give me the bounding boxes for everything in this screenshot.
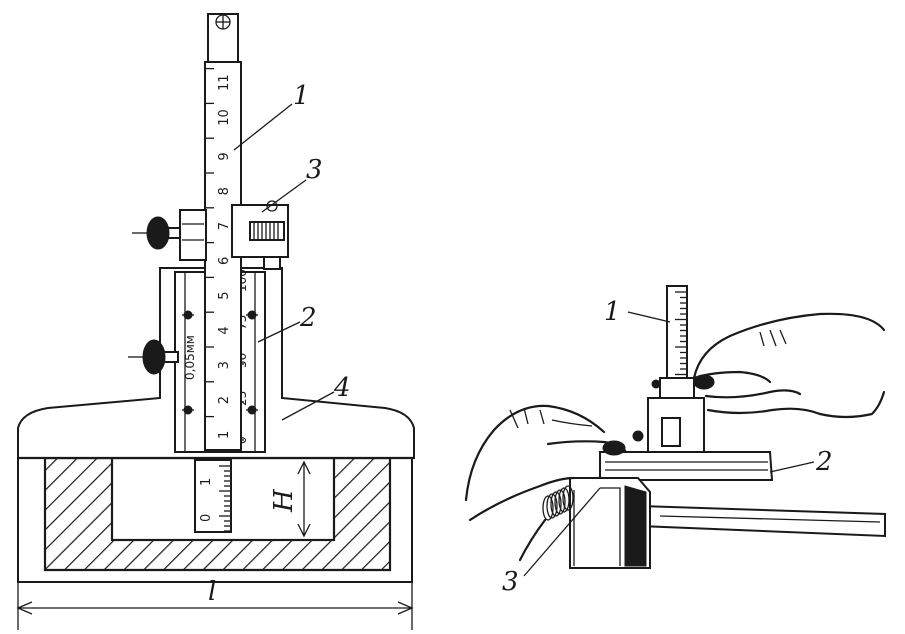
callout-1-ruler-b: 1 (604, 297, 621, 327)
figure-b-measurement: 1 2 3 (464, 285, 886, 597)
vernier-precision-label: 0,05мм (183, 335, 197, 380)
ruler-tick-label: 4 (217, 326, 232, 334)
spring-coil (558, 487, 570, 513)
spring-coil (546, 493, 558, 519)
ruler-tick-label: 6 (217, 257, 232, 265)
spring-coil (550, 491, 562, 517)
ruler-scale: 1 2 3 4 5 6 7 8 9 10 11 (205, 67, 232, 439)
ruler-tick-label: 9 (217, 152, 232, 160)
ruler-tick-label: 5 (217, 292, 232, 300)
ruler-tick-label: 11 (217, 74, 232, 91)
clamp-unit (231, 200, 289, 270)
dimension-h: H (269, 460, 311, 538)
callout-3-workpiece-b: 3 (502, 567, 519, 597)
probe-tick-label: 0 (199, 514, 214, 522)
workpiece-b (569, 477, 651, 569)
ruler-tick-label: 1 (217, 431, 232, 439)
spring-coil (562, 485, 574, 511)
probe-scale: 01 (199, 478, 214, 522)
rod-b (639, 504, 886, 538)
callout-2-bar-b: 2 (815, 447, 833, 477)
callout-1-ruler: 1 (293, 81, 310, 111)
depth-probe (194, 459, 232, 533)
callout-2-vernier: 2 (299, 303, 317, 333)
dimension-l-label: l (208, 577, 216, 607)
right-hand (692, 312, 886, 419)
callouts-a: 1 3 2 4 (233, 81, 351, 421)
ruler-tick-label: 7 (217, 222, 232, 230)
ruler-tick-label: 8 (217, 187, 232, 195)
callout-4-base: 4 (333, 373, 351, 403)
probe-tick-label: 1 (199, 478, 214, 486)
ruler-tick-label: 3 (217, 361, 232, 369)
measuring-head (632, 377, 705, 455)
spring-coil (542, 495, 554, 521)
dimension-l: l (16, 577, 414, 630)
bar-b (599, 451, 774, 481)
callouts-b: 1 2 3 (502, 297, 833, 597)
lower-clamp-knob (128, 339, 179, 375)
callout-3-clamp: 3 (306, 155, 323, 185)
spring-wire (518, 518, 547, 562)
left-clamp-knob (132, 209, 207, 261)
left-hand (464, 404, 628, 522)
spring-coil (554, 489, 566, 515)
ruler-tick-label: 2 (217, 396, 232, 404)
dimension-h-label: H (269, 488, 299, 513)
spring-b (518, 485, 574, 562)
ruler-tick-label: 10 (217, 109, 232, 126)
ruler-b (666, 285, 688, 391)
